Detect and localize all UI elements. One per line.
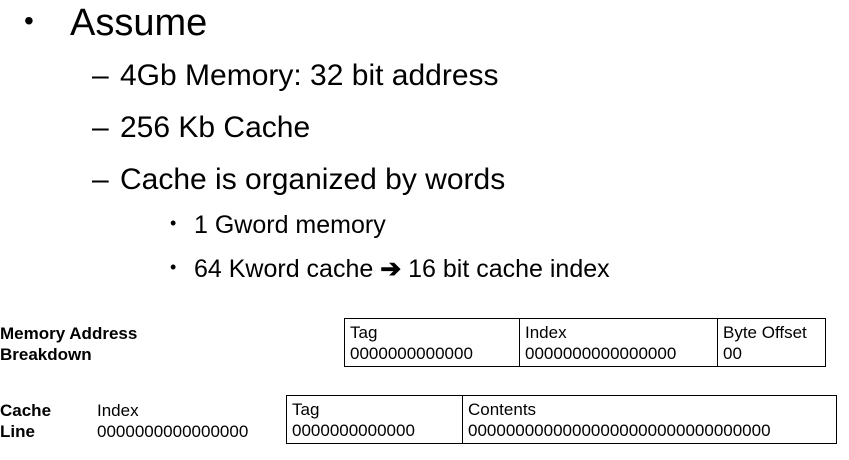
cache-tag-field: Tag 0000000000000 (286, 395, 463, 444)
right-arrow-icon: ➔ (380, 255, 402, 283)
dash-icon: – (92, 59, 109, 92)
cache-tag-field-name: Tag (292, 400, 320, 419)
index-field-value: 0000000000000000 (525, 344, 677, 363)
cache-line-table: Tag 0000000000000 Contents 0000000000000… (286, 395, 837, 444)
index-field-name: Index (525, 323, 567, 342)
cache-tag-field-value: 0000000000000 (292, 421, 415, 440)
dash-icon: – (92, 163, 109, 196)
cache-line-label-line2: Line (0, 422, 35, 441)
sub-bullet-text: Cache is organized by words (120, 163, 506, 196)
memory-address-label-line1: Memory Address (0, 324, 138, 343)
sub-sub-bullet-text-after: 16 bit cache index (401, 255, 610, 283)
byte-offset-field-value: 00 (723, 344, 742, 363)
index-field: Index 0000000000000000 (519, 318, 718, 367)
bullet-icon: • (24, 4, 34, 36)
tag-field-value: 0000000000000 (350, 344, 473, 363)
byte-offset-field: Byte Offset 00 (717, 318, 826, 367)
memory-address-label: Memory Address Breakdown (0, 323, 137, 365)
cache-index-name: Index (97, 401, 139, 420)
sub-bullet-cache: –256 Kb Cache (92, 111, 310, 145)
memory-address-table: Tag 0000000000000 Index 0000000000000000… (344, 318, 826, 367)
sub-sub-bullet-kword: • 64 Kword cache ➔ 16 bit cache index (170, 254, 610, 284)
sub-bullet-organized: –Cache is organized by words (92, 163, 505, 197)
sub-bullet-text: 4Gb Memory: 32 bit address (120, 59, 499, 92)
bullet-icon: • (170, 256, 177, 277)
sub-bullet-text: 256 Kb Cache (120, 111, 311, 144)
cache-line-label: Cache Line (0, 400, 51, 442)
sub-sub-bullet-text: 1 Gword memory (194, 211, 386, 239)
cache-contents-field-name: Contents (468, 400, 537, 419)
cache-contents-field-value: 00000000000000000000000000000000 (468, 421, 771, 440)
sub-bullet-memory: –4Gb Memory: 32 bit address (92, 59, 499, 93)
tag-field-name: Tag (350, 323, 378, 342)
cache-contents-field: Contents 0000000000000000000000000000000… (462, 395, 837, 444)
sub-sub-bullet-text-before: 64 Kword cache (194, 255, 381, 283)
tag-field: Tag 0000000000000 (344, 318, 520, 367)
cache-index-value: 0000000000000000 (97, 422, 249, 441)
cache-index: Index 0000000000000000 (97, 400, 248, 442)
dash-icon: – (92, 111, 109, 144)
bullet-assume: • Assume (24, 2, 207, 45)
sub-sub-bullet-gword: • 1 Gword memory (170, 211, 386, 240)
memory-address-label-line2: Breakdown (0, 345, 92, 364)
bullet-text: Assume (70, 2, 208, 44)
bullet-icon: • (170, 212, 177, 233)
byte-offset-field-name: Byte Offset (723, 323, 807, 342)
cache-line-label-line1: Cache (0, 401, 52, 420)
